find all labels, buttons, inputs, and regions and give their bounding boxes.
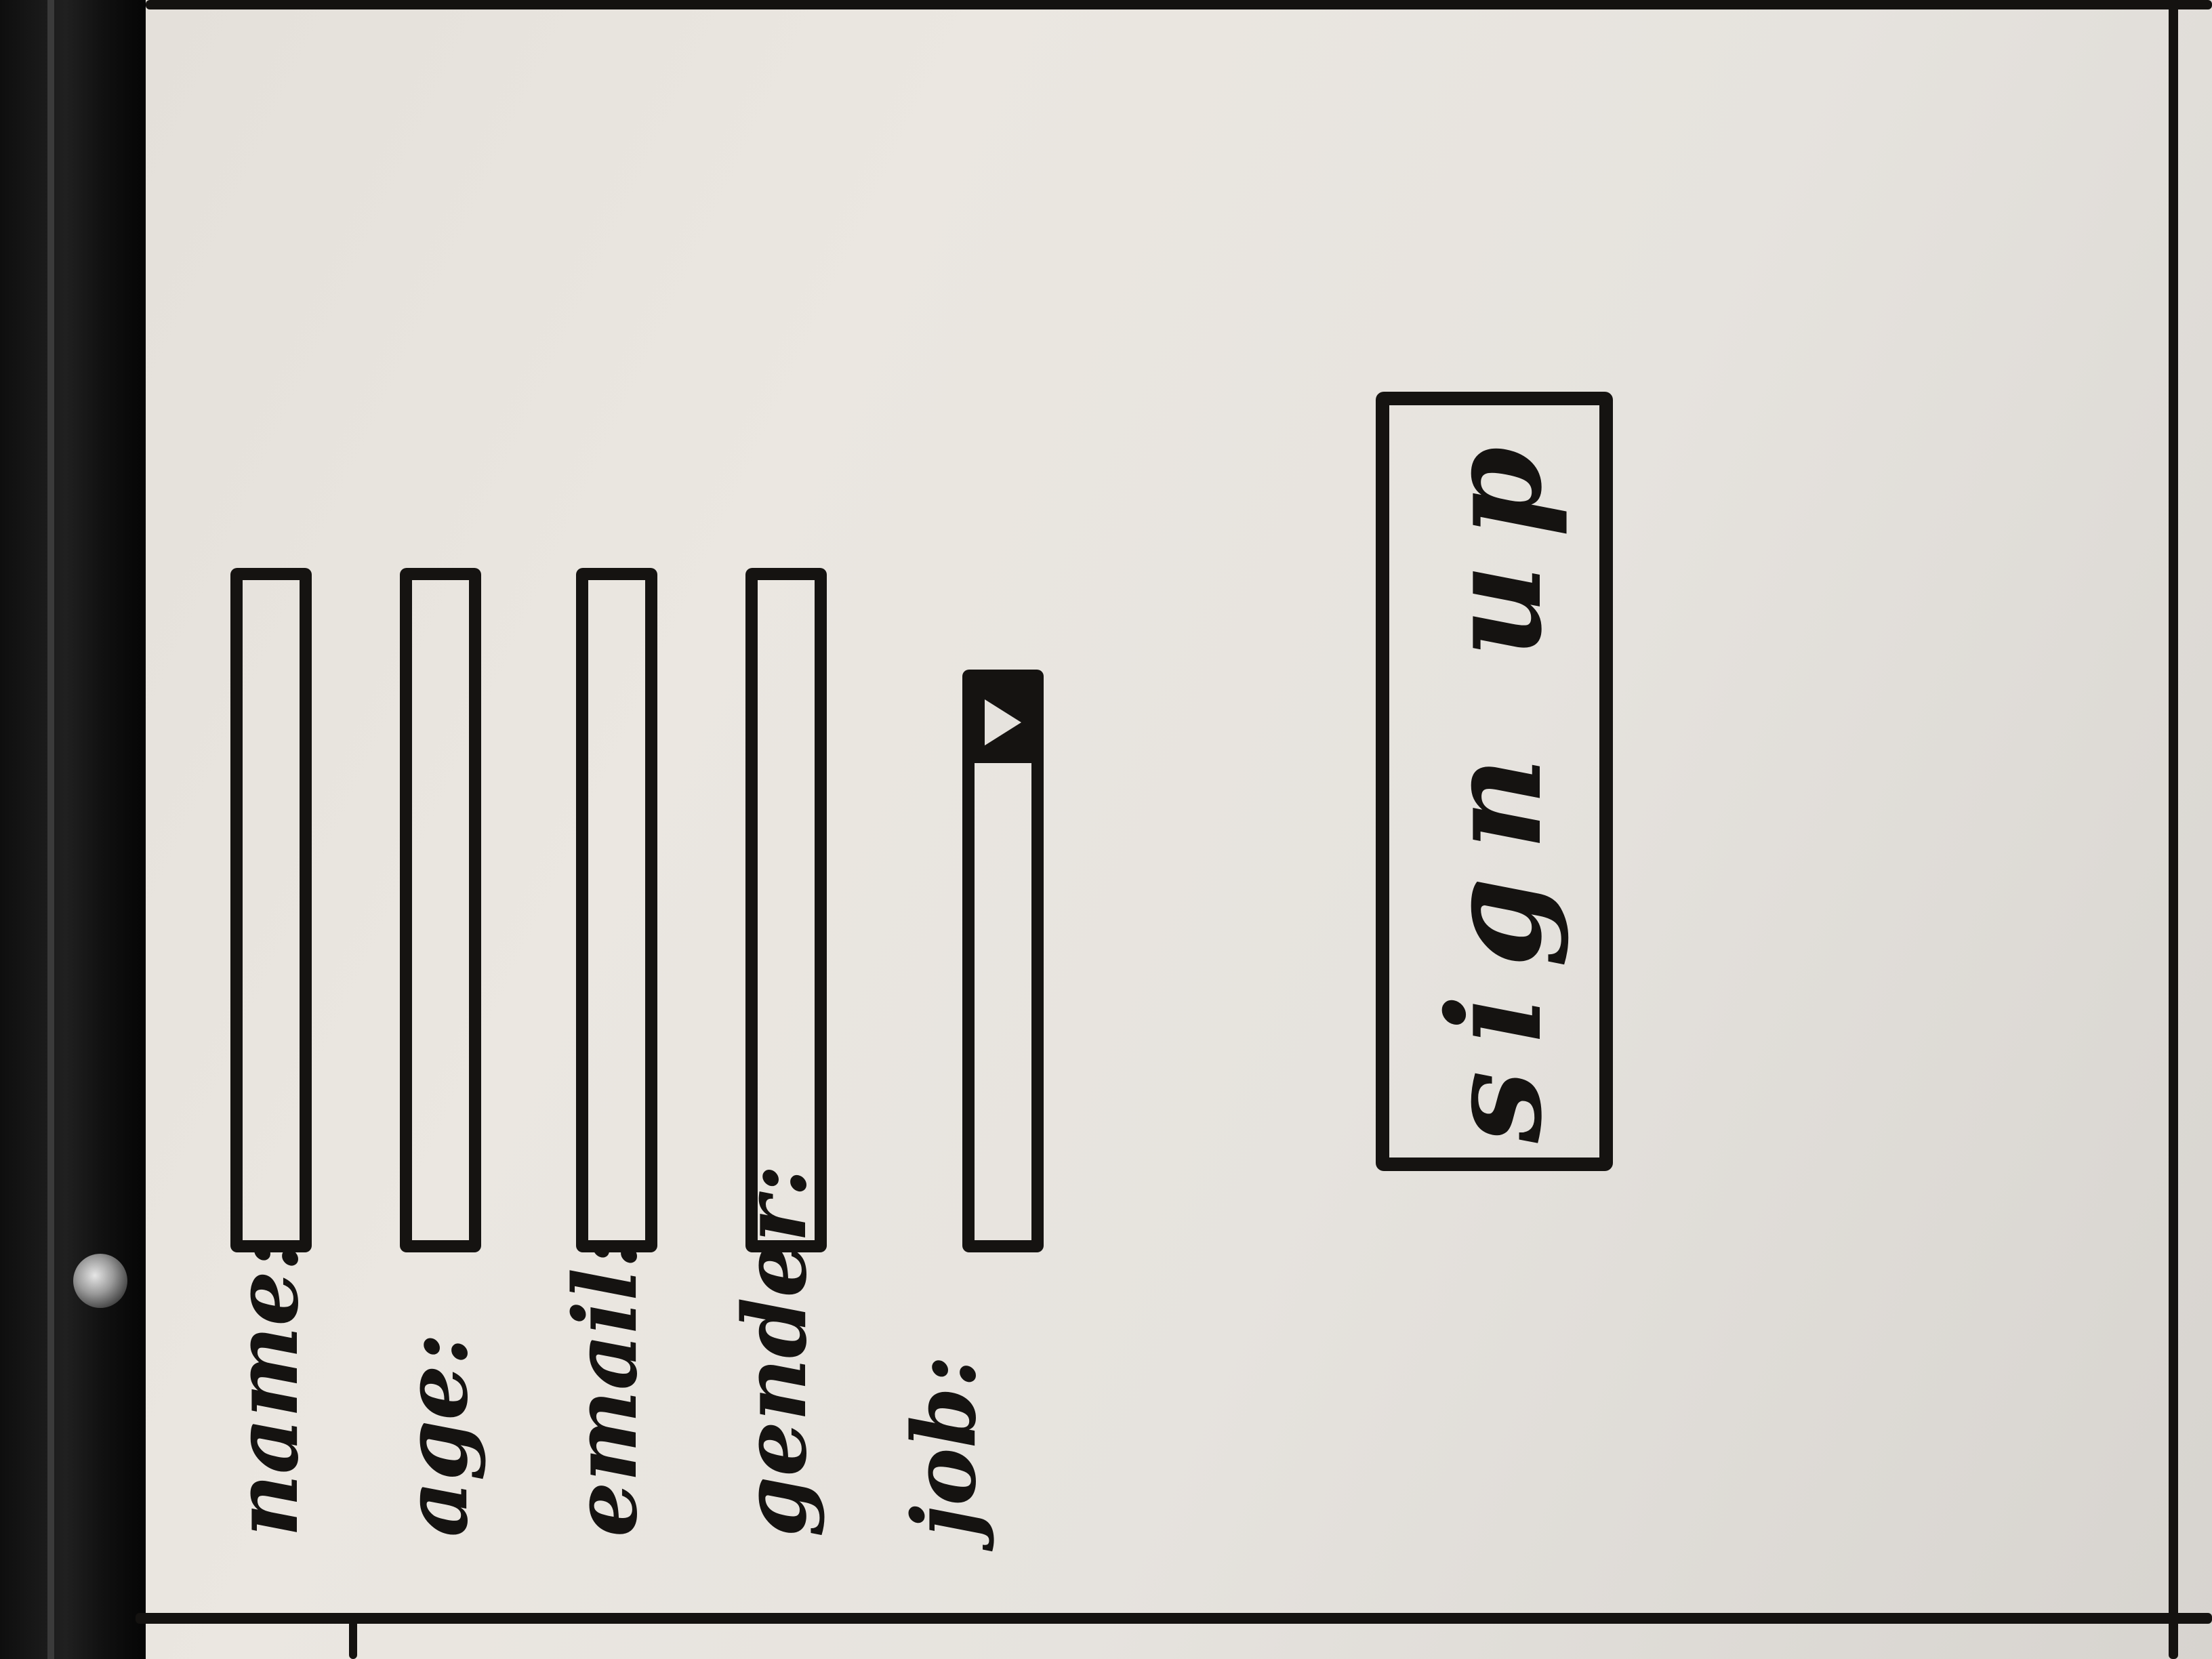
whiteboard-frame — [0, 0, 146, 1659]
signup-button[interactable]: sign up — [1376, 392, 1613, 1171]
screw-icon — [73, 1254, 127, 1308]
job-label: job: — [894, 1355, 996, 1537]
gender-input[interactable] — [745, 568, 827, 1252]
job-select[interactable] — [962, 670, 1044, 1252]
sketch-border-right — [2169, 0, 2178, 1659]
age-input[interactable] — [400, 568, 481, 1252]
sketch-divider — [349, 1613, 357, 1659]
age-label: age: — [386, 1332, 487, 1537]
name-label: name: — [216, 1238, 318, 1537]
email-label: email: — [555, 1235, 657, 1537]
whiteboard-surface — [146, 0, 2212, 1659]
name-input[interactable] — [230, 568, 312, 1252]
triangle-down-icon[interactable] — [975, 682, 1031, 763]
sketch-border-bottom — [136, 1613, 2212, 1624]
sketch-border-top — [146, 0, 2212, 9]
email-input[interactable] — [576, 568, 657, 1252]
